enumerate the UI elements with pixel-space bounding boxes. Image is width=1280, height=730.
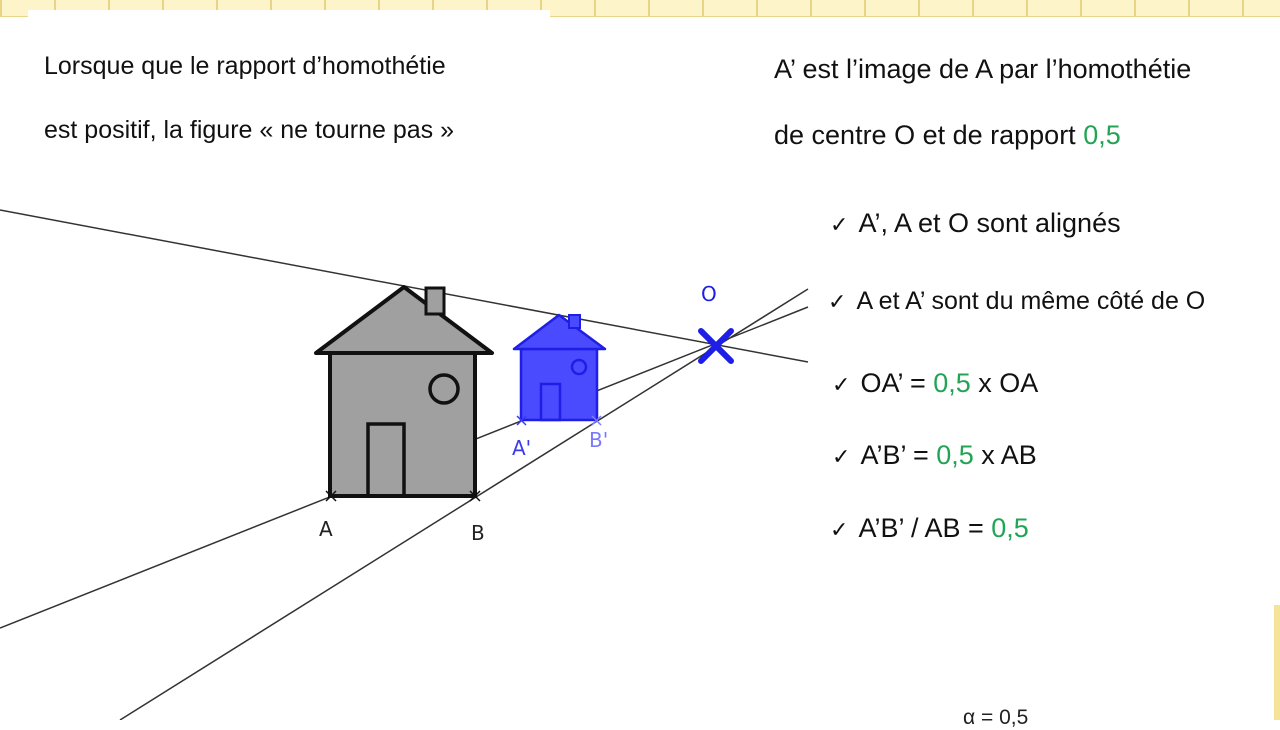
point-a-marker [325, 490, 337, 502]
label-b: B [471, 521, 485, 545]
checkmark-icon: ✓ [830, 518, 849, 543]
checklist-ratio-value: 0,5 [933, 368, 971, 398]
checklist-item-aligned: ✓ A’, A et O sont alignés [830, 208, 1121, 239]
checklist-item-same-side: ✓ A et A’ sont du même côté de O [828, 287, 1205, 316]
intro-line-2: est positif, la figure « ne tourne pas » [44, 116, 454, 144]
checkmark-icon: ✓ [832, 373, 851, 398]
checklist-item-ab-ratio: ✓ A’B’ = 0,5 x AB [832, 440, 1037, 471]
checklist-text-suffix: x AB [973, 440, 1037, 470]
checkmark-icon: ✓ [830, 213, 849, 238]
label-a: A [319, 517, 333, 541]
center-o-marker [698, 328, 734, 364]
point-b-marker [469, 490, 481, 502]
checklist-ratio-value: 0,5 [991, 513, 1029, 543]
right-edge-decoration [1274, 605, 1280, 720]
bottom-alpha-label: α = 0,5 [963, 706, 1029, 729]
checklist-ratio-value: 0,5 [936, 440, 974, 470]
top-strip-cover [28, 10, 550, 22]
checklist-item-oa-ratio: ✓ OA’ = 0,5 x OA [832, 368, 1038, 399]
label-b-prime: B' [589, 428, 608, 452]
checkmark-icon: ✓ [832, 445, 851, 470]
point-a-prime-marker [516, 415, 527, 426]
point-b-prime-marker [591, 415, 602, 426]
checklist-text: A’B’ = [860, 440, 937, 470]
checklist-item-quotient: ✓ A’B’ / AB = 0,5 [830, 513, 1029, 544]
intro-line-1: Lorsque que le rapport d’homothétie [44, 52, 446, 80]
definition-line-1: A’ est l’image de A par l’homothétie [774, 54, 1192, 84]
label-a-prime: A' [512, 436, 531, 460]
definition-ratio: 0,5 [1083, 120, 1121, 150]
checklist-text: OA’ = [860, 368, 934, 398]
checklist-text: A’B’ / AB = [858, 513, 992, 543]
checklist-text: A’, A et O sont alignés [858, 208, 1121, 238]
definition-line-2-text: de centre O et de rapport [774, 120, 1084, 150]
checkmark-icon: ✓ [828, 290, 847, 315]
original-house [314, 285, 494, 498]
line-b-through-o [119, 288, 809, 720]
definition-line-2: de centre O et de rapport 0,5 [774, 120, 1121, 151]
checklist-text-suffix: x OA [970, 368, 1039, 398]
image-house [512, 313, 607, 422]
label-o: O [701, 282, 717, 306]
checklist-text: A et A’ sont du même côté de O [856, 287, 1206, 315]
